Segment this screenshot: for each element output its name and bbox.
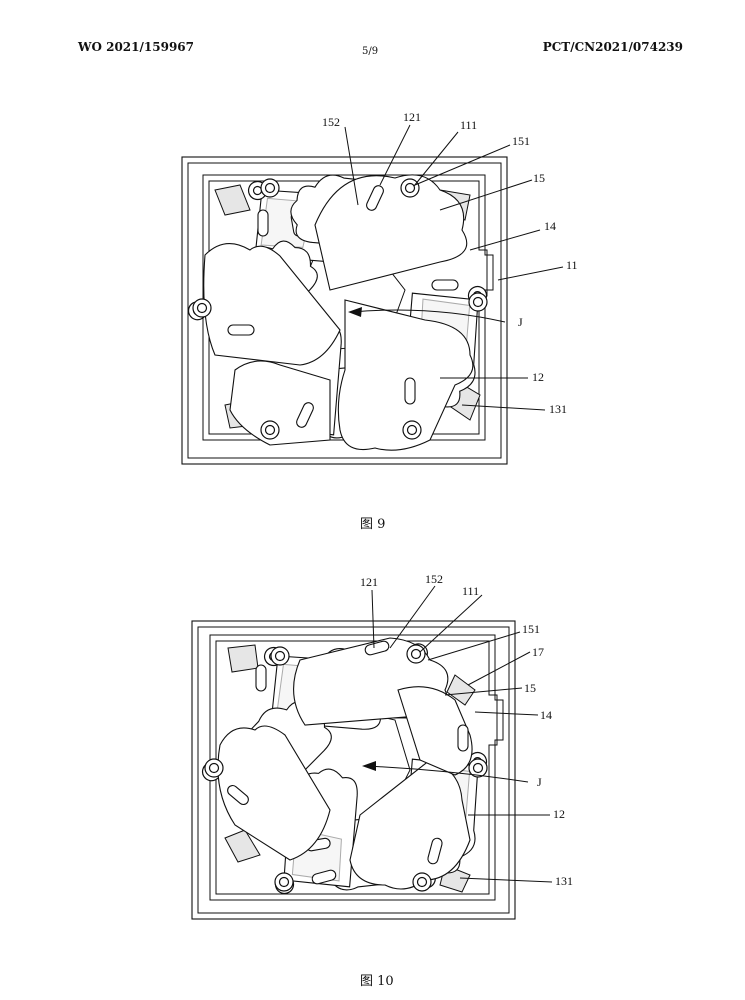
fig9-label-131: 131 [549, 402, 567, 416]
fig10-label-152: 152 [425, 572, 443, 586]
fig9-label-111: 111 [460, 118, 477, 132]
patent-number: WO 2021/159967 [78, 40, 194, 54]
fig9-label-J: J [518, 315, 523, 329]
fig10-label-14: 14 [540, 708, 552, 722]
fig10-label-12: 12 [553, 807, 565, 821]
figure-9-caption: 图 9 [360, 517, 386, 532]
figure-10-caption: 图 10 [360, 974, 394, 989]
fig9-label-152: 152 [322, 115, 340, 129]
fig9-label-14: 14 [544, 219, 556, 233]
fig10-label-111: 111 [462, 584, 479, 598]
fig10-label-131: 131 [555, 874, 573, 888]
figure-9-drawing [176, 124, 564, 465]
fig9-label-15: 15 [533, 171, 545, 185]
fig10-label-17: 17 [532, 645, 544, 659]
fig9-label-151: 151 [512, 134, 530, 148]
fig9-label-11: 11 [566, 258, 578, 272]
fig9-label-121: 121 [403, 110, 421, 124]
application-number: PCT/CN2021/074239 [542, 40, 683, 54]
fig10-label-J: J [537, 775, 542, 789]
page-number: 5/9 [362, 46, 379, 57]
fig9-label-12: 12 [532, 370, 544, 384]
fig10-label-15: 15 [524, 681, 536, 695]
fig10-label-151: 151 [522, 622, 540, 636]
fig10-label-121: 121 [360, 575, 378, 589]
figure-10-drawing [190, 585, 553, 920]
